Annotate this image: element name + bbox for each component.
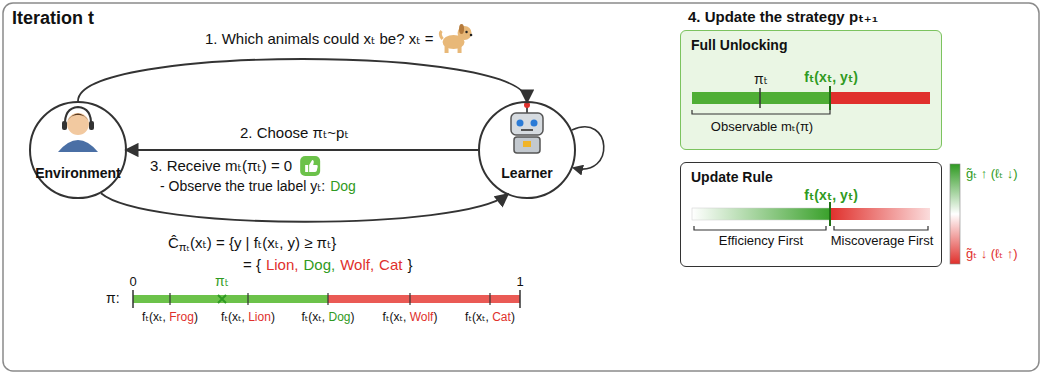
panel-box: Full Unlocking πₜ fₜ(xₜ, yₜ) Observable mₜ(… xyxy=(680,30,942,150)
text-line: = { Lion,Dog, Wolf, Cat} xyxy=(243,256,412,274)
thumbs-up-icon xyxy=(300,156,320,176)
label-text: fₜ(xₜ, xyxy=(465,310,492,324)
text-line: fₜ(xₜ, Dog) xyxy=(301,310,354,324)
diagram-title: Iteration t xyxy=(12,8,94,30)
label-text: πₜ xyxy=(179,241,190,253)
agent-circle: Learner xyxy=(478,101,576,199)
label-text: πₜ xyxy=(215,273,229,289)
label-text: = { xyxy=(243,256,261,273)
text-line: fₜ(xₜ, Wolf) xyxy=(383,310,438,324)
person-icon xyxy=(58,107,98,152)
label-text: Lion xyxy=(248,310,271,324)
agent-name: Environment xyxy=(35,165,121,182)
label-text: Lion, xyxy=(266,256,299,273)
update-rule-bar xyxy=(692,202,930,230)
panel-text: Miscoverage First xyxy=(831,233,934,249)
text-line: g̃ₜ ↓ (ℓₜ ↑) xyxy=(966,246,1018,262)
dog-icon xyxy=(440,24,472,53)
label-text: 0 xyxy=(129,274,136,289)
text-line: - Observe the true label yₜ: Dog xyxy=(160,178,356,195)
label-text: 1 xyxy=(516,274,523,289)
label-text: Frog xyxy=(169,310,194,324)
label-text: Cat xyxy=(492,310,511,324)
text-line: π: xyxy=(106,290,120,307)
label-text: π: xyxy=(106,290,120,306)
panel-text: fₜ(xₜ, yₜ) xyxy=(804,187,858,204)
label-text: fₜ(xₜ, xyxy=(383,310,410,324)
step-label: 1. Which animals could xₜ be? xₜ = xyxy=(205,30,434,48)
label-text: (xₜ) = {y | fₜ(xₜ, y) ≥ πₜ} xyxy=(190,234,336,251)
label-text: fₜ(xₜ, xyxy=(301,310,328,324)
label-text: Wolf xyxy=(410,310,434,324)
panel-text: πₜ xyxy=(754,71,768,88)
label-text: g̃ₜ ↑ (ℓₜ ↓) xyxy=(966,166,1018,181)
robot-icon xyxy=(511,102,543,153)
label-text: fₜ(xₜ, xyxy=(221,310,248,324)
step-label: 2. Choose πₜ~pₜ xyxy=(240,124,349,142)
label-text: - Observe the true label yₜ: xyxy=(160,178,325,194)
text-line: 0 xyxy=(129,274,136,290)
label-text: fₜ(xₜ, xyxy=(142,310,169,324)
agent-name: Learner xyxy=(501,165,552,182)
flow-arrow xyxy=(101,193,507,222)
label-text: Dog xyxy=(329,310,351,324)
threshold-number-line xyxy=(133,290,520,308)
text-line: fₜ(xₜ, Lion) xyxy=(221,310,275,324)
agent-circle: Environment xyxy=(29,101,127,199)
panel-text: Efficiency First xyxy=(719,233,803,249)
label-text: ) xyxy=(351,310,355,324)
text-line: 4. Update the strategy pₜ₊₁ xyxy=(688,8,878,26)
label-text: Dog, xyxy=(303,256,335,273)
label-text: ) xyxy=(511,310,515,324)
panel-text: Observable mₜ(π) xyxy=(711,119,813,135)
step-label: 3. Receive mₜ(πₜ) = 0 xyxy=(150,157,292,175)
flow-arrow xyxy=(127,149,478,151)
label-text: } xyxy=(407,256,412,273)
text-line: πₜ xyxy=(215,273,229,290)
text-line: fₜ(xₜ, Frog) xyxy=(142,310,198,324)
label-text: ) xyxy=(433,310,437,324)
label-text: Ĉ xyxy=(168,234,179,251)
text-line: Ĉπₜ(xₜ) = {y | fₜ(xₜ, y) ≥ πₜ} xyxy=(168,234,336,255)
label-text: 4. Update the strategy pₜ₊₁ xyxy=(688,8,878,25)
label-text: Cat xyxy=(379,256,402,273)
iteration-frame xyxy=(3,3,1039,371)
self-loop xyxy=(572,127,604,169)
text-line: 1 xyxy=(516,274,523,290)
panel-heading: Update Rule xyxy=(691,169,773,186)
label-text: Wolf, xyxy=(340,256,374,273)
panel-heading: Full Unlocking xyxy=(691,37,787,54)
label-text: g̃ₜ ↓ (ℓₜ ↑) xyxy=(966,246,1018,261)
label-text: Dog xyxy=(330,178,356,194)
panel-box: Update Rule fₜ(xₜ, yₜ) Efficiency First Mis… xyxy=(680,162,942,267)
label-text: ) xyxy=(194,310,198,324)
full-unlocking-bar xyxy=(680,30,942,150)
panel-text: fₜ(xₜ, yₜ) xyxy=(804,69,858,86)
text-line: g̃ₜ ↑ (ℓₜ ↓) xyxy=(966,166,1018,182)
label-text: ) xyxy=(271,310,275,324)
direction-gradient-bar xyxy=(950,164,960,264)
flow-arrow xyxy=(78,59,527,101)
text-line: fₜ(xₜ, Cat) xyxy=(465,310,515,324)
